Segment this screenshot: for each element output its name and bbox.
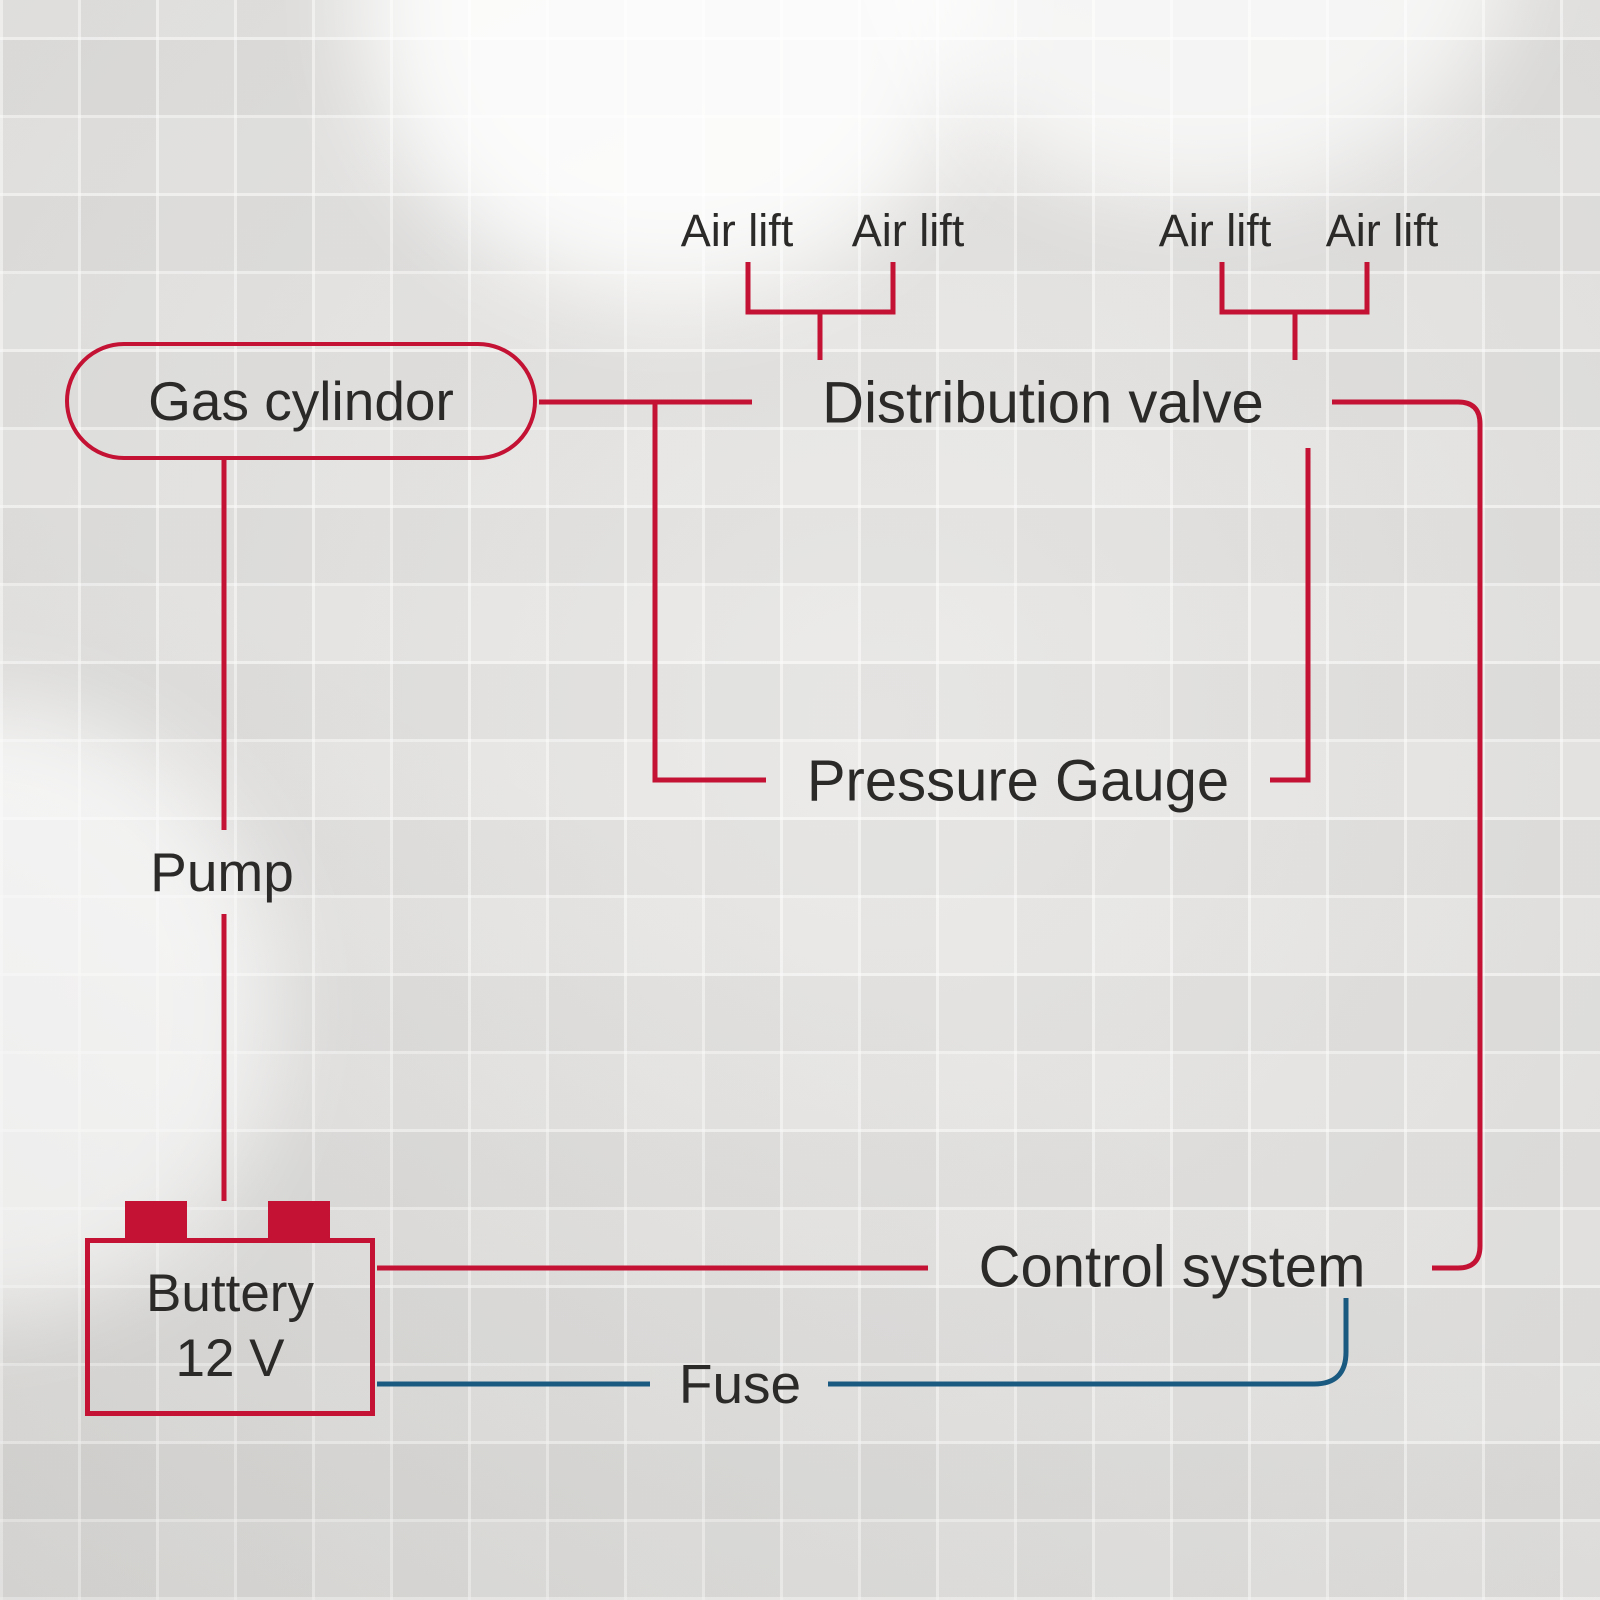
battery-label-line1: Buttery: [146, 1264, 314, 1324]
wire-pressuregauge-valve: [1270, 448, 1311, 783]
distribution-valve-label: Distribution valve: [822, 370, 1264, 436]
wire-junction-pressuregauge: [652, 402, 766, 783]
gas-cylinder-node: Gas cylindor: [65, 342, 537, 460]
airlift-label-4: Air lift: [1325, 205, 1439, 256]
airlift-label-1: Air lift: [680, 205, 794, 256]
airlift-label-3: Air lift: [1158, 205, 1272, 256]
battery-label-line2: 12 V: [175, 1329, 285, 1388]
pump-label: Pump: [150, 841, 294, 903]
airlift-bracket-left: [745, 262, 896, 315]
battery-node: Buttery 12 V: [85, 1238, 375, 1416]
pressure-gauge-label: Pressure Gauge: [806, 748, 1230, 814]
battery-terminal-icon: [268, 1201, 330, 1241]
airlift-bracket-right: [1219, 262, 1370, 315]
wire-fuse-controlsystem: [828, 1298, 1349, 1387]
wire-valve-controlsystem: [1332, 399, 1483, 1271]
gas-cylinder-label: Gas cylindor: [148, 370, 454, 432]
battery-terminal-icon: [125, 1201, 187, 1241]
fuse-label: Fuse: [678, 1353, 802, 1415]
control-system-label: Control system: [978, 1234, 1366, 1300]
airlift-label-2: Air lift: [851, 205, 965, 256]
